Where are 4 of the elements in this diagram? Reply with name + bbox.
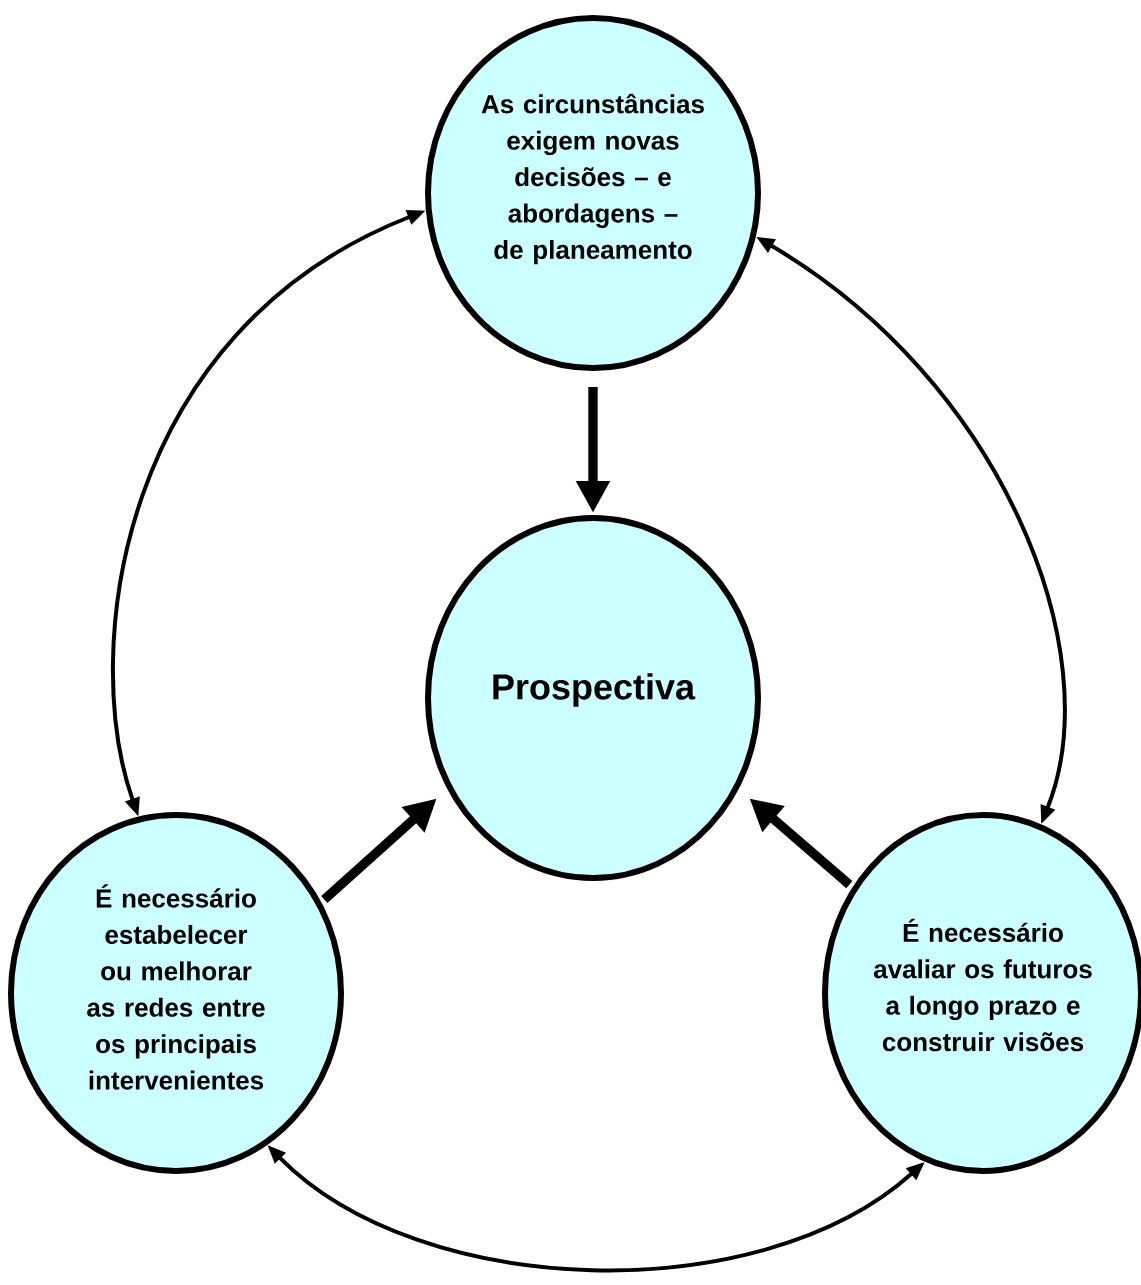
circle-node: Prospectiva	[425, 515, 761, 881]
circle-node: É necessário estabelecer ou melhorar as redes entre os principais intervenientes	[8, 812, 344, 1174]
circle-node: É necessário avaliar os futuros a longo prazo e construir visões	[822, 812, 1141, 1174]
circle-node: As circunstâncias exigem novas decisões – e abordagens – de planeamento	[425, 15, 761, 371]
